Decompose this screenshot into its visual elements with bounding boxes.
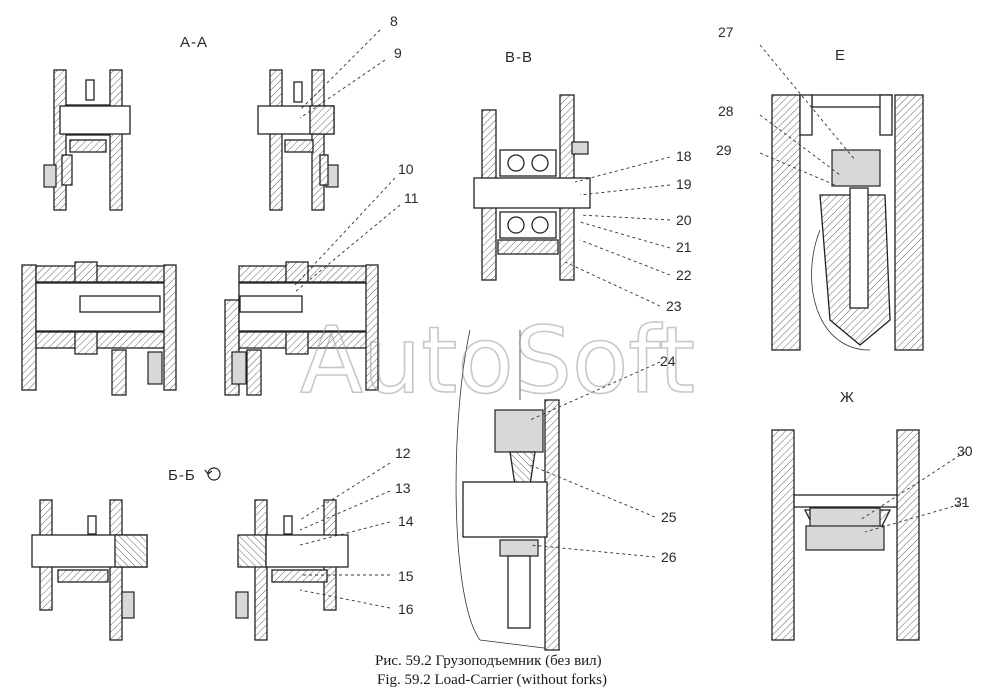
section-label-aa: А-А [180, 34, 208, 51]
rotate-icon [204, 467, 221, 481]
section-bb-view-right [235, 499, 349, 641]
watermark: AutoSoft [300, 307, 695, 414]
caption-en: Fig. 59.2 Load-Carrier (without forks) [377, 672, 607, 688]
caption-ru: Рис. 59.2 Грузоподъемник (без вил) [375, 653, 602, 669]
section-bb-view-left [31, 499, 148, 641]
callout-23: 23 [666, 298, 682, 314]
leader-lines [294, 29, 966, 609]
section-vv-roller [473, 94, 591, 281]
callout-27: 27 [718, 24, 734, 40]
callout-24: 24 [660, 353, 676, 369]
callout-26: 26 [661, 549, 677, 565]
callout-16: 16 [398, 601, 414, 617]
callout-19: 19 [676, 176, 692, 192]
callout-20: 20 [676, 212, 692, 228]
section-label-bb: Б-Б [168, 467, 196, 484]
section-aa-assembly-left [21, 261, 177, 396]
callout-31: 31 [954, 494, 970, 510]
callout-18: 18 [676, 148, 692, 164]
section-zh-view [771, 429, 920, 641]
section-aa-assembly-right [224, 261, 379, 396]
adjuster-assembly [455, 329, 561, 651]
callout-29: 29 [716, 142, 732, 158]
callout-15: 15 [398, 568, 414, 584]
callout-30: 30 [957, 443, 973, 459]
section-label-e: Е [835, 47, 846, 64]
callout-28: 28 [718, 103, 734, 119]
section-label-zh: Ж [840, 389, 855, 406]
callout-21: 21 [676, 239, 692, 255]
callout-12: 12 [395, 445, 411, 461]
callout-9: 9 [394, 45, 402, 61]
section-aa-view-right [257, 69, 339, 211]
section-label-vv: В-В [505, 49, 533, 66]
callout-8: 8 [390, 13, 398, 29]
callout-14: 14 [398, 513, 414, 529]
section-aa-view-left [43, 69, 131, 211]
section-e-view [771, 94, 924, 351]
callout-13: 13 [395, 480, 411, 496]
callout-10: 10 [398, 161, 414, 177]
callout-25: 25 [661, 509, 677, 525]
callout-22: 22 [676, 267, 692, 283]
callout-11: 11 [404, 190, 419, 206]
